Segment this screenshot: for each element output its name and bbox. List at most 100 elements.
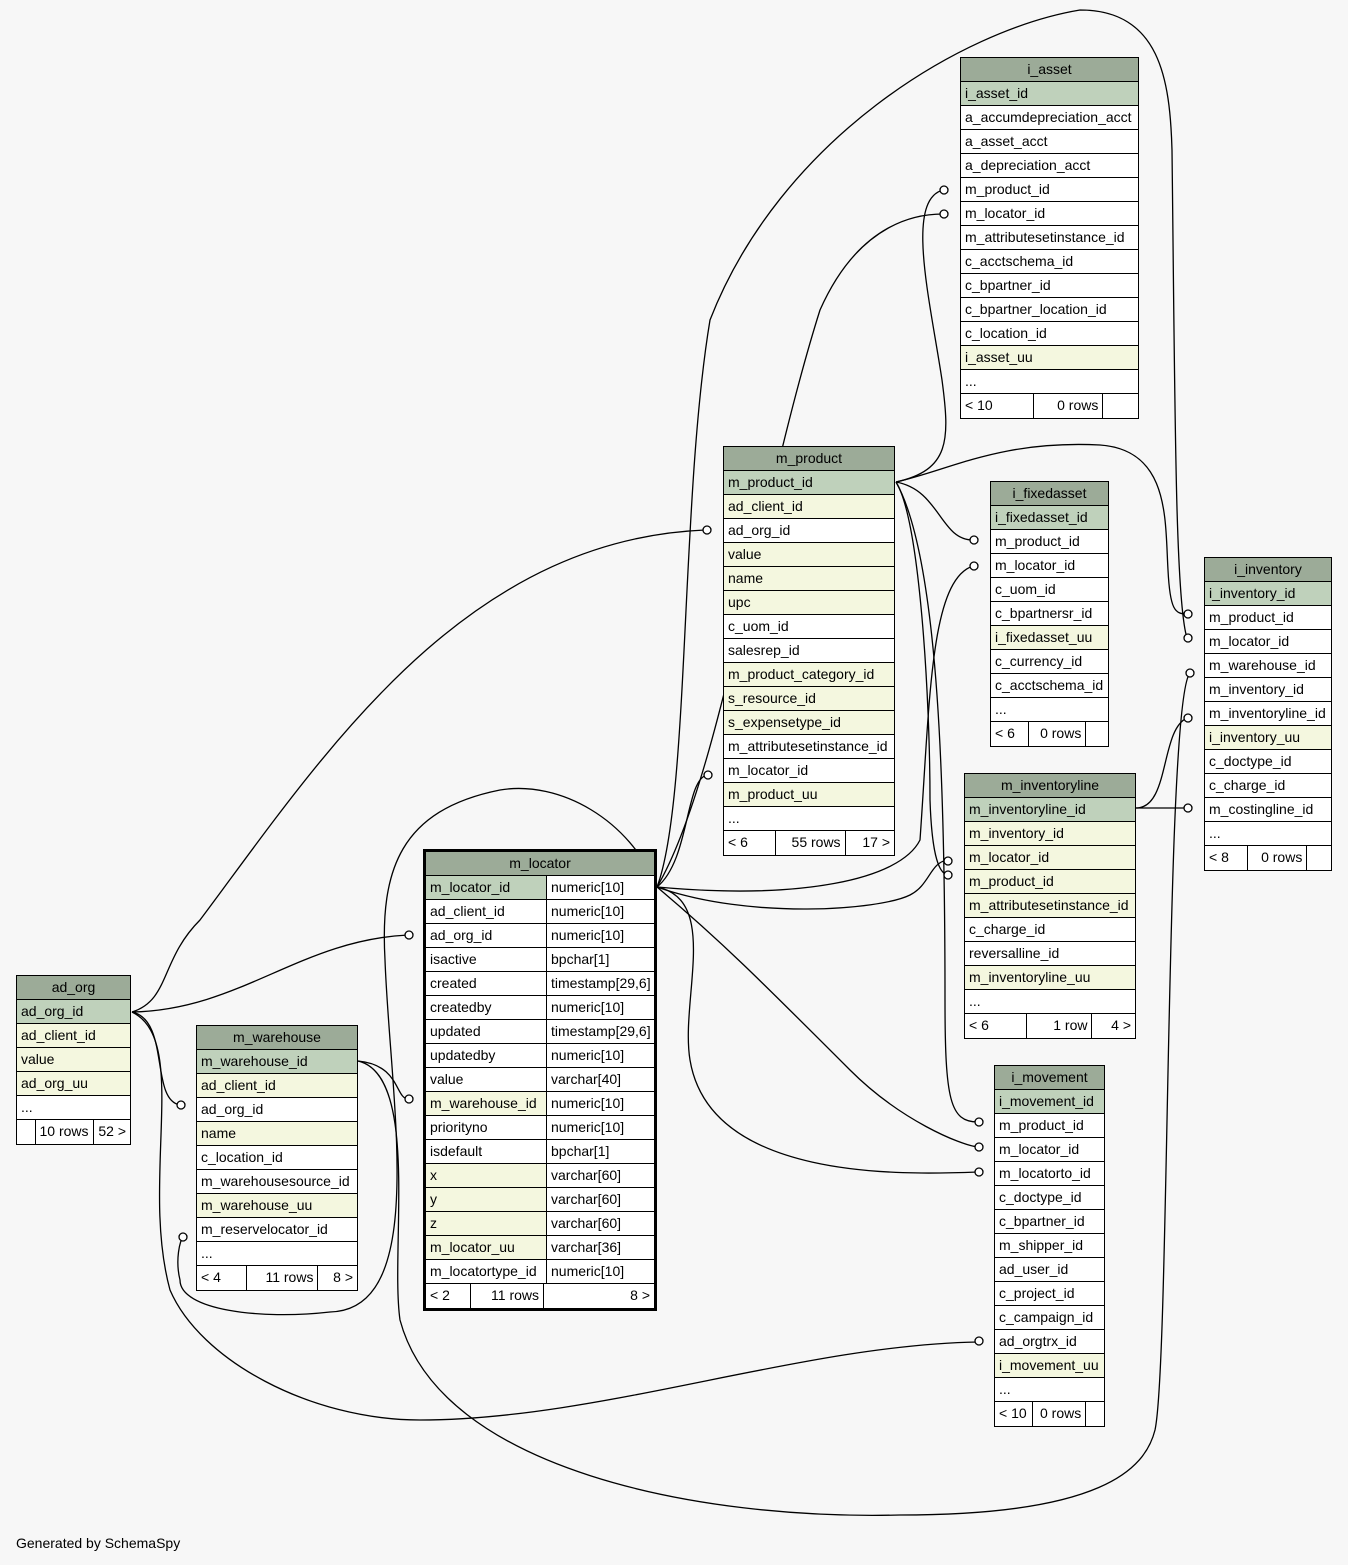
column-row[interactable]: c_campaign_id <box>995 1306 1104 1330</box>
column-row[interactable]: m_product_id <box>991 530 1108 554</box>
column-row[interactable]: ... <box>1205 822 1331 846</box>
column-row[interactable]: ad_client_id <box>724 495 894 519</box>
column-row[interactable]: s_resource_id <box>724 687 894 711</box>
column-row[interactable]: ... <box>991 698 1108 722</box>
column-row[interactable]: m_inventoryline_uu <box>965 966 1135 990</box>
parents-count[interactable]: < 10 <box>999 1405 1027 1421</box>
column-row[interactable]: c_charge_id <box>1205 774 1331 798</box>
parents-count[interactable]: < 10 <box>965 397 993 413</box>
column-row[interactable]: m_locator_id <box>965 846 1135 870</box>
column-row[interactable]: m_locator_id <box>991 554 1108 578</box>
column-row[interactable]: reversalline_id <box>965 942 1135 966</box>
column-row[interactable]: m_locator_id <box>1205 630 1331 654</box>
column-row[interactable]: ad_client_id <box>197 1074 357 1098</box>
column-row[interactable]: m_inventory_id <box>965 822 1135 846</box>
children-count[interactable]: 17 > <box>844 831 894 855</box>
column-row[interactable]: c_doctype_id <box>1205 750 1331 774</box>
column-row[interactable]: ad_org_uu <box>17 1072 130 1096</box>
children-count[interactable] <box>1085 722 1108 746</box>
column-row[interactable]: ad_org_id <box>17 1000 130 1024</box>
column-row[interactable]: value <box>17 1048 130 1072</box>
column-row[interactable]: s_expensetype_id <box>724 711 894 735</box>
column-row[interactable]: i_inventory_id <box>1205 582 1331 606</box>
column-row[interactable]: value <box>724 543 894 567</box>
children-count[interactable]: 4 > <box>1091 1014 1135 1038</box>
column-row[interactable]: c_currency_id <box>991 650 1108 674</box>
parents-count[interactable]: < 6 <box>728 834 748 850</box>
column-row[interactable]: i_movement_uu <box>995 1354 1104 1378</box>
column-row[interactable]: name <box>197 1122 357 1146</box>
column-row[interactable]: ad_org_id <box>197 1098 357 1122</box>
column-row[interactable]: salesrep_id <box>724 639 894 663</box>
column-row[interactable]: m_locatorto_id <box>995 1162 1104 1186</box>
column-row[interactable]: c_location_id <box>961 322 1138 346</box>
column-row[interactable]: i_movement_id <box>995 1090 1104 1114</box>
column-row[interactable]: m_reservelocator_id <box>197 1218 357 1242</box>
parents-count[interactable]: < 6 <box>995 725 1015 741</box>
children-count[interactable]: 8 > <box>317 1266 357 1290</box>
column-row[interactable]: c_acctschema_id <box>991 674 1108 698</box>
column-row[interactable]: i_fixedasset_id <box>991 506 1108 530</box>
column-row[interactable]: m_warehouse_uu <box>197 1194 357 1218</box>
column-row[interactable]: ... <box>724 807 894 831</box>
column-row[interactable]: m_costingline_id <box>1205 798 1331 822</box>
column-row[interactable]: ... <box>197 1242 357 1266</box>
column-row[interactable]: m_shipper_id <box>995 1234 1104 1258</box>
parents-count[interactable]: < 2 <box>430 1287 450 1303</box>
column-row[interactable]: name <box>724 567 894 591</box>
column-row[interactable]: c_acctschema_id <box>961 250 1138 274</box>
column-row[interactable]: m_product_uu <box>724 783 894 807</box>
column-row[interactable]: c_bpartner_location_id <box>961 298 1138 322</box>
column-row[interactable]: m_product_id <box>1205 606 1331 630</box>
column-row[interactable]: i_inventory_uu <box>1205 726 1331 750</box>
parents-count[interactable]: < 8 <box>1209 849 1229 865</box>
column-row[interactable]: m_warehouse_id <box>1205 654 1331 678</box>
column-row[interactable]: m_attributesetinstance_id <box>961 226 1138 250</box>
column-row[interactable]: m_product_id <box>995 1114 1104 1138</box>
column-row[interactable]: c_bpartnersr_id <box>991 602 1108 626</box>
column-row[interactable]: i_fixedasset_uu <box>991 626 1108 650</box>
column-row[interactable]: c_project_id <box>995 1282 1104 1306</box>
column-row[interactable]: m_locator_id <box>995 1138 1104 1162</box>
children-count[interactable] <box>1085 1402 1104 1426</box>
children-count[interactable]: 8 > <box>543 1284 654 1308</box>
column-row[interactable]: c_uom_id <box>991 578 1108 602</box>
children-count[interactable] <box>1102 394 1138 418</box>
column-row[interactable]: m_product_category_id <box>724 663 894 687</box>
column-row[interactable]: c_location_id <box>197 1146 357 1170</box>
column-row[interactable]: m_inventory_id <box>1205 678 1331 702</box>
column-row[interactable]: c_doctype_id <box>995 1186 1104 1210</box>
column-row[interactable]: ... <box>965 990 1135 1014</box>
column-row[interactable]: m_inventoryline_id <box>1205 702 1331 726</box>
column-row[interactable]: c_bpartner_id <box>995 1210 1104 1234</box>
column-row[interactable]: m_product_id <box>724 471 894 495</box>
column-row[interactable]: m_attributesetinstance_id <box>965 894 1135 918</box>
column-row[interactable]: c_charge_id <box>965 918 1135 942</box>
column-row[interactable]: ... <box>961 370 1138 394</box>
children-count[interactable]: 52 > <box>92 1120 131 1144</box>
column-row[interactable]: m_product_id <box>965 870 1135 894</box>
column-row[interactable]: c_uom_id <box>724 615 894 639</box>
